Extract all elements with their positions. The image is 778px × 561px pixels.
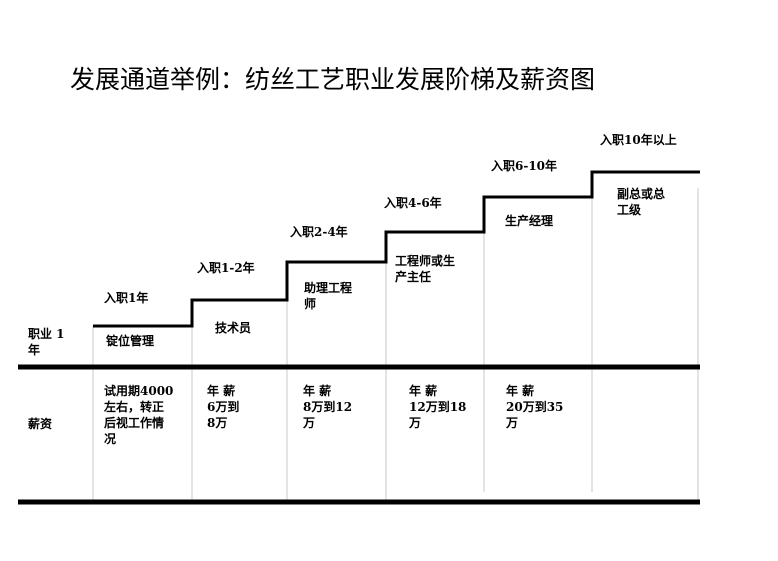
page-title: 发展通道举例：纺丝工艺职业发展阶梯及薪资图 [70, 65, 596, 94]
career-staircase-line [93, 170, 700, 328]
tenure-label: 入职1年 [104, 291, 149, 305]
salary-label: 年 薪 12万到18 万 [409, 384, 467, 430]
tenure-label: 入职10年以上 [600, 133, 677, 147]
tenure-label: 入职4-6年 [384, 196, 442, 210]
tenure-label: 入职2-4年 [290, 225, 348, 239]
position-label: 副总或总 工级 [617, 187, 666, 217]
salary-label: 年 薪 8万到12 万 [303, 384, 353, 430]
column-dividers [92, 172, 699, 500]
salary-label: 试用期4000 左右，转正 后视工作情 况 [104, 384, 174, 446]
tenure-label: 入职6-10年 [491, 159, 558, 173]
position-label: 技术员 [215, 321, 252, 335]
position-label: 锭位管理 [106, 334, 155, 348]
tenure-label: 入职1-2年 [197, 261, 255, 275]
salary-label: 年 薪 6万到 8万 [207, 384, 240, 430]
career-row-label: 职业 1 年 [28, 327, 65, 357]
position-label: 工程师或生 产主任 [395, 254, 456, 284]
salary-label: 年 薪 20万到35 万 [506, 384, 564, 430]
position-label: 生产经理 [505, 214, 554, 228]
position-label: 助理工程 师 [304, 281, 353, 311]
salary-row-label: 薪资 [28, 417, 53, 431]
